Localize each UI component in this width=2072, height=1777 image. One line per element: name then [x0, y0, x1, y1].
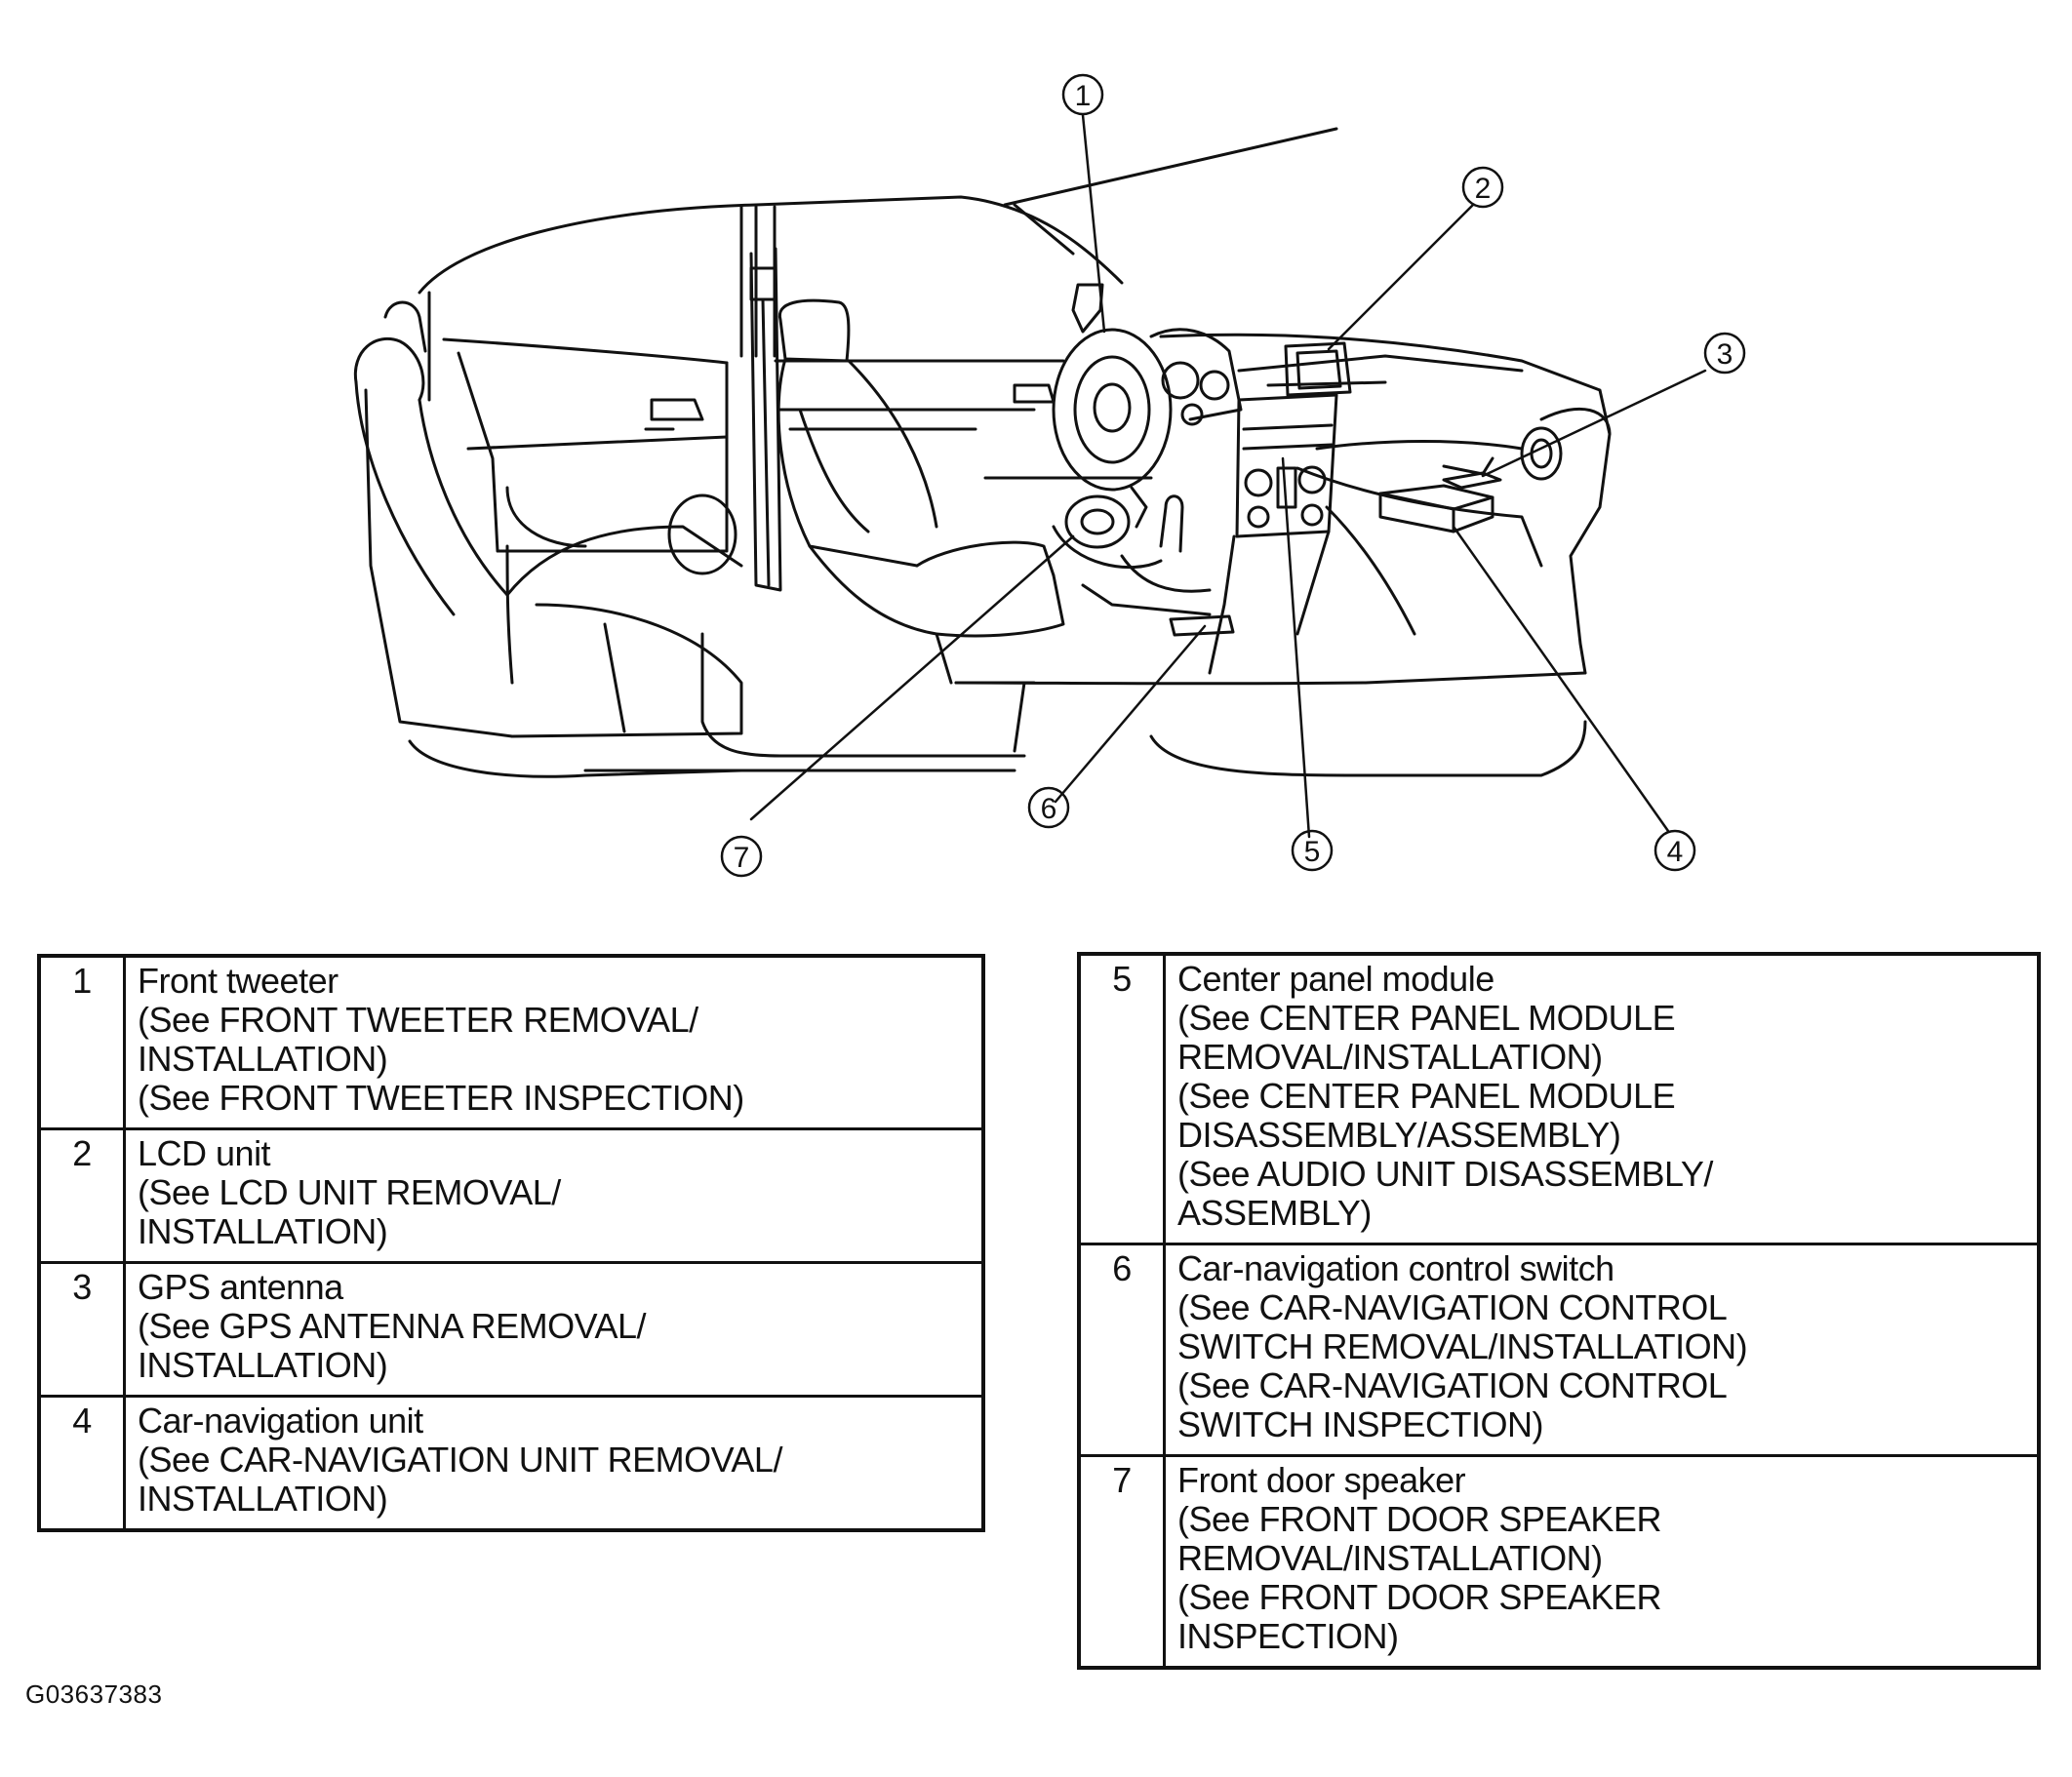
legend-line: REMOVAL/INSTALLATION)	[1177, 1037, 1603, 1077]
legend-row: 3 GPS antenna (See GPS ANTENNA REMOVAL/ …	[37, 1261, 985, 1398]
callout-3-label: 3	[1717, 338, 1733, 371]
legend-line: SWITCH REMOVAL/INSTALLATION)	[1177, 1326, 1748, 1366]
callout-5: 5	[1291, 829, 1334, 872]
callout-7-label: 7	[734, 842, 750, 874]
legend-table-right: 5 Center panel module (See CENTER PANEL …	[1077, 952, 2041, 1670]
legend-line: GPS antenna	[138, 1267, 343, 1307]
legend-line: Car-navigation unit	[138, 1401, 423, 1441]
instrument-cluster	[1149, 328, 1243, 426]
legend-line: (See FRONT DOOR SPEAKER	[1177, 1499, 1661, 1539]
legend-line: Front tweeter	[138, 961, 339, 1001]
legend-description: Front tweeter (See FRONT TWEETER REMOVAL…	[123, 954, 985, 1130]
callout-1-label: 1	[1075, 80, 1092, 112]
legend-line: DISASSEMBLY/ASSEMBLY)	[1177, 1115, 1621, 1155]
lcd-unit	[1266, 341, 1387, 397]
legend-line: (See CENTER PANEL MODULE	[1177, 1076, 1676, 1116]
legend-line: REMOVAL/INSTALLATION)	[1177, 1538, 1603, 1578]
legend-line: INSTALLATION)	[138, 1039, 388, 1079]
front-door-speaker	[1052, 494, 1163, 569]
legend-line: (See LCD UNIT REMOVAL/	[138, 1172, 561, 1212]
legend-line: SWITCH INSPECTION)	[1177, 1404, 1544, 1444]
legend-line: (See GPS ANTENNA REMOVAL/	[138, 1306, 647, 1346]
legend-number: 1	[37, 954, 126, 1130]
b-pillar-seatbelt	[749, 247, 782, 592]
legend-description: LCD unit (See LCD UNIT REMOVAL/ INSTALLA…	[123, 1127, 985, 1264]
steering-wheel	[1052, 283, 1173, 529]
rear-door	[427, 291, 737, 575]
legend-row: 2 LCD unit (See LCD UNIT REMOVAL/ INSTAL…	[37, 1127, 985, 1264]
legend-line: INSPECTION)	[1177, 1616, 1399, 1656]
callout-4-label: 4	[1667, 836, 1684, 868]
legend-line: Car-navigation control switch	[1177, 1248, 1614, 1288]
legend-line: (See AUDIO UNIT DISASSEMBLY/	[1177, 1154, 1713, 1194]
legend-row: 5 Center panel module (See CENTER PANEL …	[1077, 952, 2041, 1245]
legend-number: 4	[37, 1395, 126, 1532]
legend-line: Front door speaker	[1177, 1460, 1466, 1500]
callout-4: 4	[1654, 829, 1696, 872]
callout-6-label: 6	[1041, 793, 1057, 825]
legend-row: 4 Car-navigation unit (See CAR-NAVIGATIO…	[37, 1395, 985, 1532]
legend-line: (See CAR-NAVIGATION CONTROL	[1177, 1365, 1728, 1405]
callout-2: 2	[1461, 166, 1504, 209]
legend-description: Front door speaker (See FRONT DOOR SPEAK…	[1163, 1454, 2041, 1670]
gps-antenna	[1442, 471, 1502, 490]
legend-line: LCD unit	[138, 1133, 271, 1173]
legend-number: 5	[1077, 952, 1166, 1245]
callout-7: 7	[720, 835, 763, 878]
legend-line: ASSEMBLY)	[1177, 1193, 1372, 1233]
callout-2-label: 2	[1475, 173, 1492, 205]
front-door	[774, 359, 1153, 480]
legend-number: 3	[37, 1261, 126, 1398]
legend-number: 7	[1077, 1454, 1166, 1670]
center-panel-module	[1208, 393, 1338, 675]
legend-description: Car-navigation unit (See CAR-NAVIGATION …	[123, 1395, 985, 1532]
legend-line: (See FRONT DOOR SPEAKER	[1177, 1577, 1661, 1617]
shift-lever	[1081, 494, 1212, 616]
floor-sill	[583, 632, 1587, 777]
callout-5-label: 5	[1304, 836, 1321, 868]
legend-number: 6	[1077, 1243, 1166, 1457]
legend-line: INSTALLATION)	[138, 1211, 388, 1251]
legend-table-left: 1 Front tweeter (See FRONT TWEETER REMOV…	[37, 954, 985, 1532]
callouts: 1 2 3 4 5 6 7	[720, 73, 1746, 878]
callout-3: 3	[1703, 332, 1746, 375]
callout-6: 6	[1027, 786, 1070, 829]
front-seat	[777, 298, 1065, 685]
legend-row: 7 Front door speaker (See FRONT DOOR SPE…	[1077, 1454, 2041, 1670]
rear-seat	[353, 300, 743, 778]
legend-line: (See CAR-NAVIGATION UNIT REMOVAL/	[138, 1440, 782, 1480]
leader-lines	[749, 113, 1707, 839]
car-navigation-unit	[1378, 484, 1494, 533]
roof-outline	[418, 127, 1338, 358]
legend-line: (See CENTER PANEL MODULE	[1177, 998, 1676, 1038]
legend-row: 1 Front tweeter (See FRONT TWEETER REMOV…	[37, 954, 985, 1130]
legend-description: Center panel module (See CENTER PANEL MO…	[1163, 952, 2041, 1245]
legend-description: GPS antenna (See GPS ANTENNA REMOVAL/ IN…	[123, 1261, 985, 1398]
legend-line: INSTALLATION)	[138, 1479, 388, 1519]
legend-line: (See FRONT TWEETER INSPECTION)	[138, 1078, 744, 1118]
legend-number: 2	[37, 1127, 126, 1264]
legend-line: Center panel module	[1177, 959, 1494, 999]
callout-1: 1	[1061, 73, 1104, 116]
legend-description: Car-navigation control switch (See CAR-N…	[1163, 1243, 2041, 1457]
legend-line: (See FRONT TWEETER REMOVAL/	[138, 1000, 698, 1040]
legend-line: (See CAR-NAVIGATION CONTROL	[1177, 1287, 1728, 1327]
legend-line: INSTALLATION)	[138, 1345, 388, 1385]
figure-id: G03637383	[25, 1679, 163, 1709]
legend-row: 6 Car-navigation control switch (See CAR…	[1077, 1243, 2041, 1457]
car-navigation-control-switch	[1169, 614, 1235, 637]
